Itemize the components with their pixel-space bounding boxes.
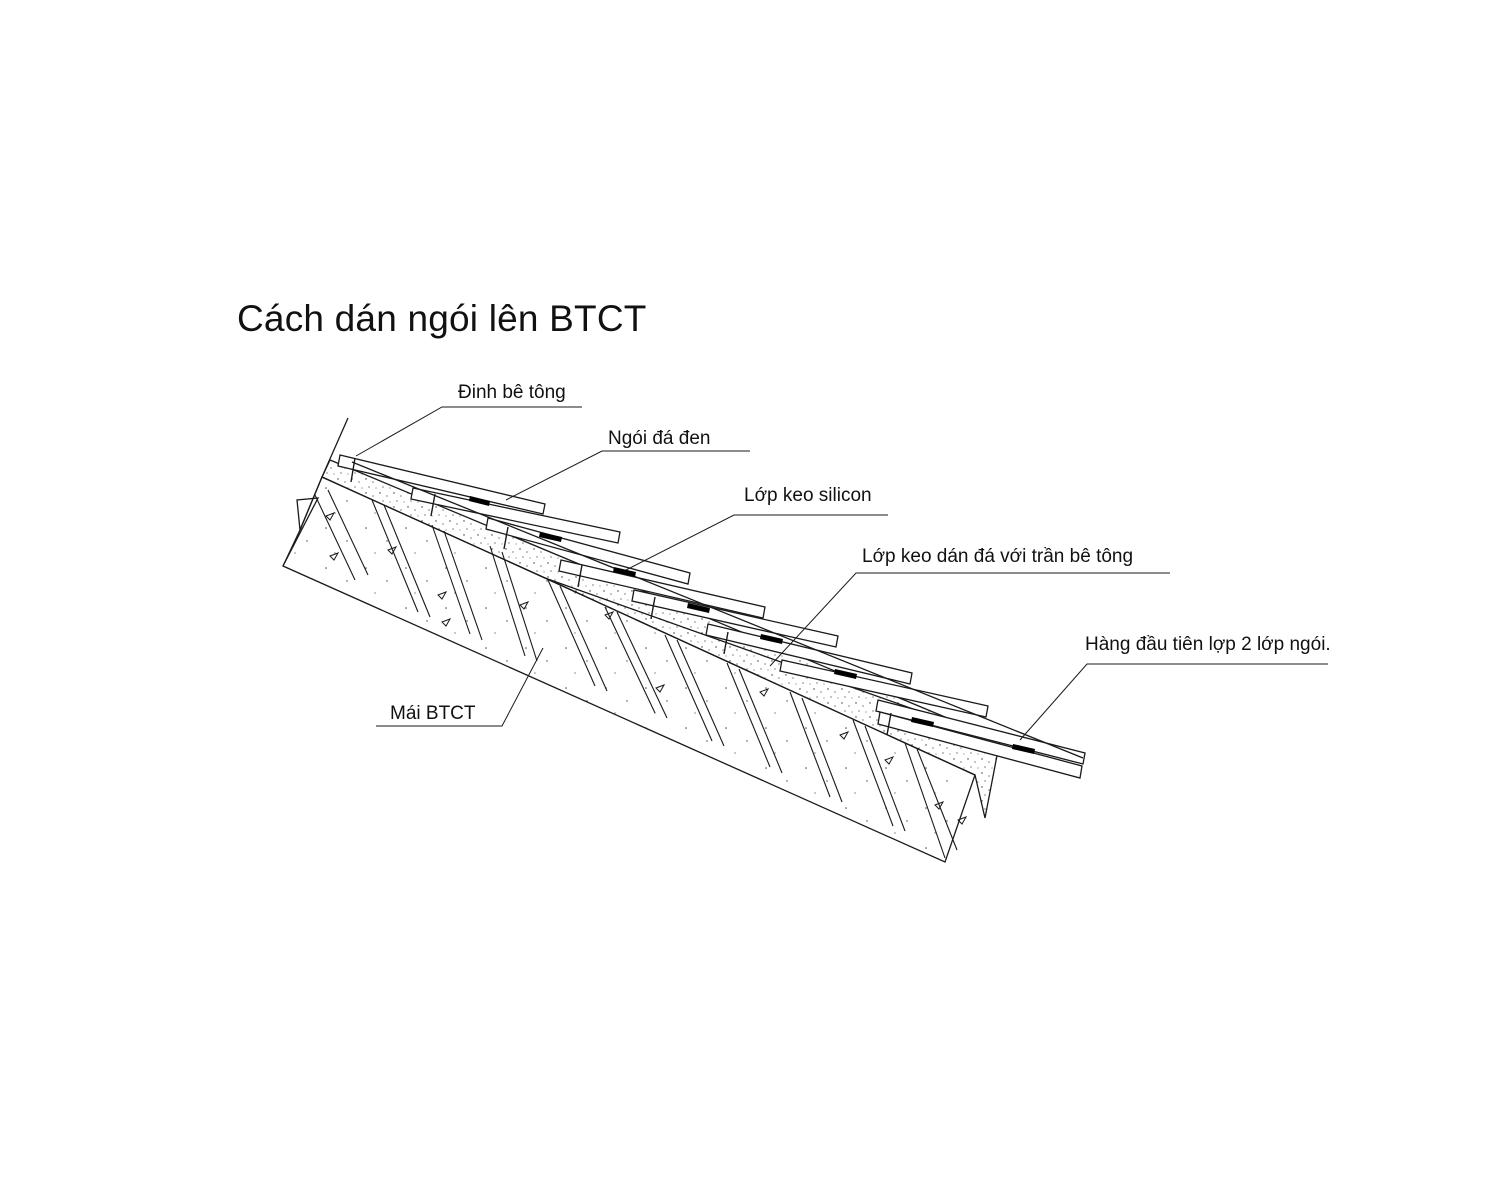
label-silicone-layer: Lớp keo silicon [744,485,872,506]
label-black-stone-tile: Ngói đá đen [608,428,711,449]
label-stone-adhesive-layer: Lớp keo dán đá với trần bê tông [862,546,1134,567]
label-rc-roof: Mái BTCT [390,703,476,724]
leader-lines [355,406,1328,741]
label-first-row-double: Hàng đầu tiên lợp 2 lớp ngói. [1085,634,1331,655]
label-concrete-nail: Đinh bê tông [458,382,566,403]
silicone-strips [469,496,1035,754]
drawing-title: Cách dán ngói lên BTCT [237,298,647,339]
rc-slab [282,417,976,863]
tiles [337,454,1086,779]
concrete-nails [350,457,892,736]
